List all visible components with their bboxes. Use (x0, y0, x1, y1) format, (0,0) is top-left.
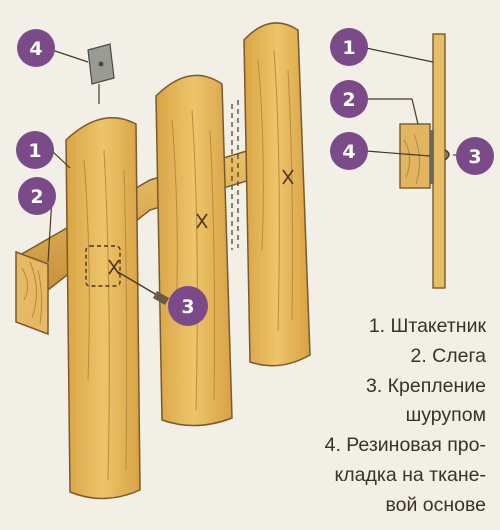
picket-front (65, 117, 141, 500)
marker-4-right-text: 4 (342, 141, 355, 163)
legend-line-7: вой основе (386, 494, 487, 516)
marker-1-right: 1 (330, 28, 368, 66)
marker-3-right-text: 3 (468, 146, 481, 168)
marker-1-left: 1 (16, 131, 54, 169)
marker-4-right: 4 (330, 132, 368, 170)
marker-3-left-text: 3 (181, 296, 194, 318)
marker-2-left: 2 (18, 177, 56, 215)
marker-4-left-text: 4 (29, 38, 42, 60)
legend-line-4: шурупом (406, 404, 486, 426)
side-picket (432, 33, 446, 289)
leader-lines-left (47, 49, 89, 263)
legend-line-2: 2. Слега (410, 345, 486, 367)
legend-line-1: 1. Штакетник (369, 315, 487, 337)
side-view (365, 33, 460, 289)
screw-icon (117, 271, 170, 305)
marker-2-right-text: 2 (342, 89, 355, 111)
picket-middle (155, 74, 233, 427)
marker-1-left-text: 1 (28, 140, 41, 162)
rubber-pad-icon (87, 43, 115, 104)
legend-line-5: 4. Резиновая про- (325, 434, 486, 456)
marker-3-right: 3 (456, 137, 494, 175)
marker-1-right-text: 1 (342, 37, 355, 59)
marker-3-left: 3 (168, 286, 208, 326)
marker-2-left-text: 2 (30, 186, 43, 208)
side-rubber-pad (430, 130, 434, 184)
legend-line-3: 3. Крепление (366, 375, 486, 397)
marker-2-right: 2 (330, 80, 368, 118)
legend-line-6: кладка на ткане- (335, 464, 486, 486)
picket-rear (243, 22, 311, 367)
hidden-rail-outline (231, 100, 239, 250)
marker-4-left: 4 (17, 29, 55, 67)
legend: 1. Штакетник 2. Слега 3. Крепление шуруп… (325, 315, 487, 516)
